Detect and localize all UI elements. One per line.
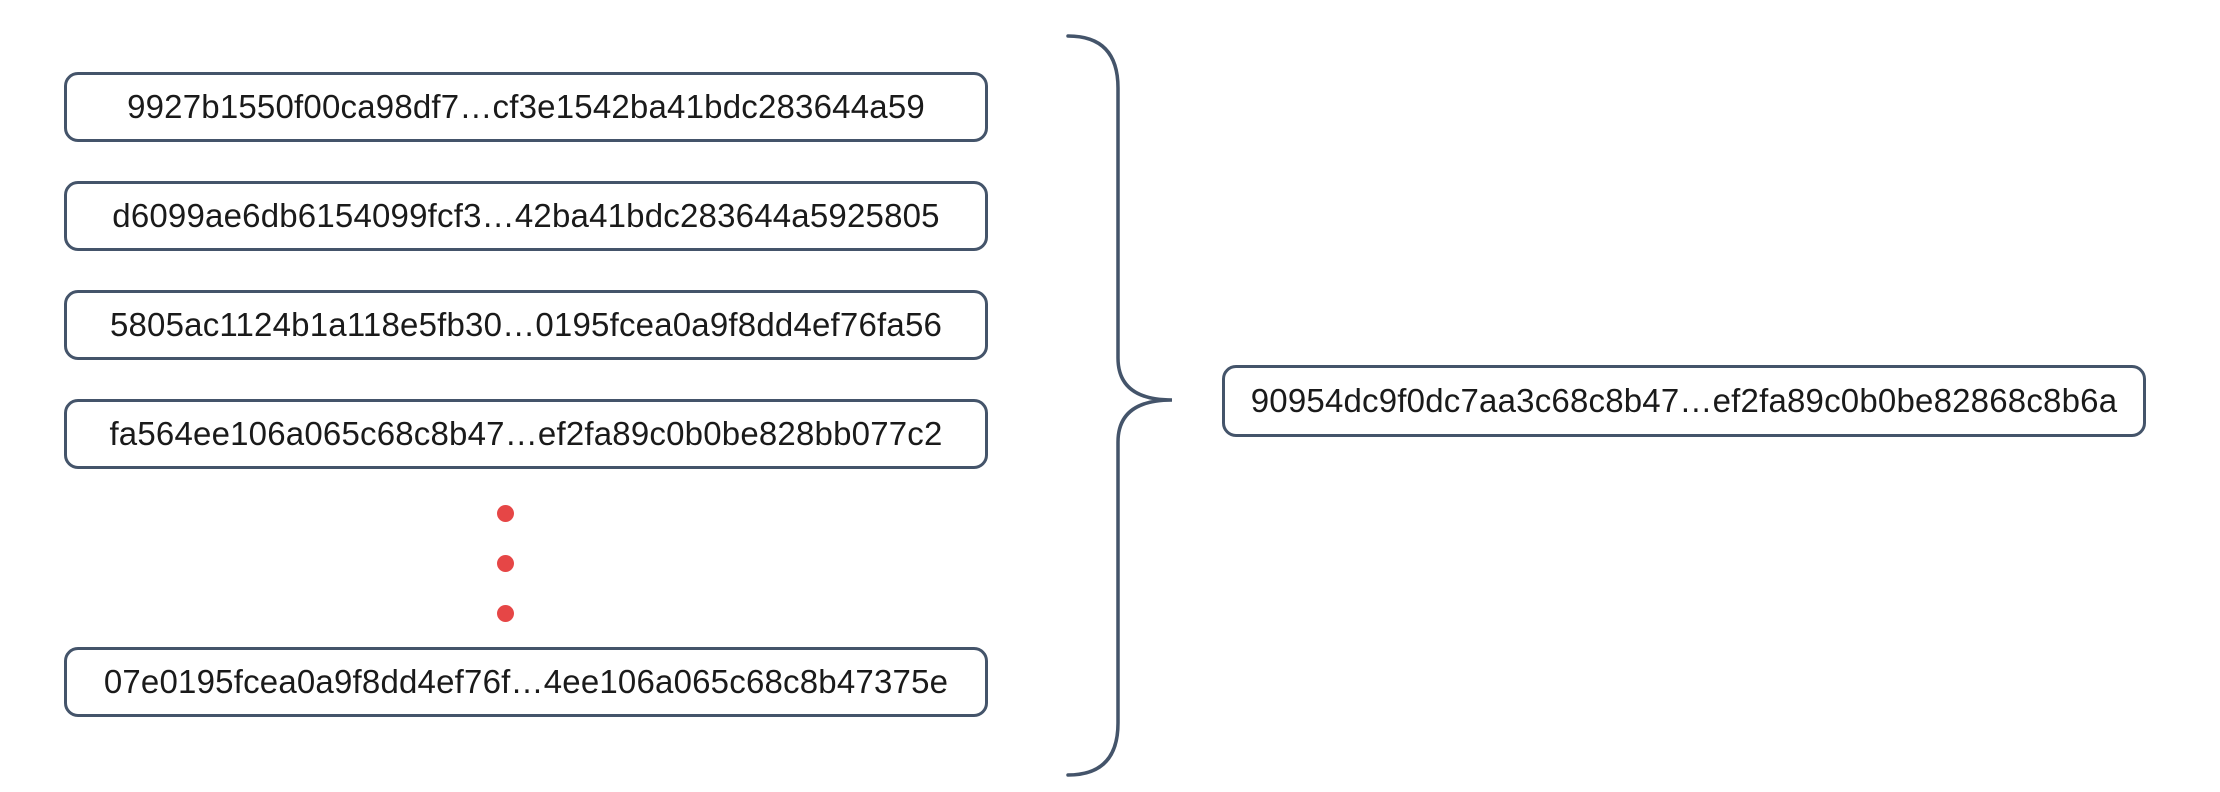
ellipsis-dot-icon — [497, 605, 514, 622]
hash-box: 9927b1550f00ca98df7…cf3e1542ba41bdc28364… — [64, 72, 988, 142]
hash-text: 90954dc9f0dc7aa3c68c8b47…ef2fa89c0b0be82… — [1250, 382, 2118, 419]
hash-text: d6099ae6db6154099fcf3…42ba41bdc283644a59… — [112, 197, 940, 234]
hash-text: 9927b1550f00ca98df7…cf3e1542ba41bdc28364… — [127, 88, 925, 125]
result-hash-box: 90954dc9f0dc7aa3c68c8b47…ef2fa89c0b0be82… — [1222, 365, 2146, 437]
hash-box: d6099ae6db6154099fcf3…42ba41bdc283644a59… — [64, 181, 988, 251]
hash-box: 07e0195fcea0a9f8dd4ef76f…4ee106a065c68c8… — [64, 647, 988, 717]
hash-box: 5805ac1124b1a118e5fb30…0195fcea0a9f8dd4e… — [64, 290, 988, 360]
hash-text: 07e0195fcea0a9f8dd4ef76f…4ee106a065c68c8… — [103, 663, 949, 700]
ellipsis-dot-icon — [497, 505, 514, 522]
hash-text: fa564ee106a065c68c8b47…ef2fa89c0b0be828b… — [109, 415, 943, 452]
ellipsis-dot-icon — [497, 555, 514, 572]
hash-box: fa564ee106a065c68c8b47…ef2fa89c0b0be828b… — [64, 399, 988, 469]
vertical-ellipsis — [497, 505, 514, 622]
curly-brace-icon — [1066, 34, 1173, 777]
hash-text: 5805ac1124b1a118e5fb30…0195fcea0a9f8dd4e… — [109, 306, 943, 343]
